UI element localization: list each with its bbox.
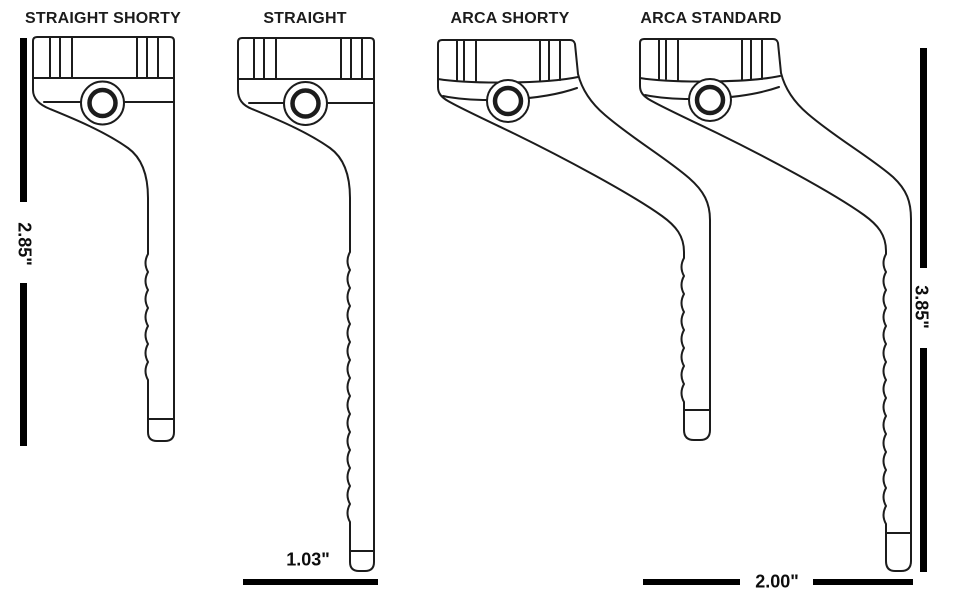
dimension-bar-left-lower (20, 283, 27, 446)
dimension-text-bottom-left: 1.03" (286, 549, 330, 570)
handle-arca-shorty-drawing (437, 39, 711, 441)
handle-straight-drawing (237, 37, 375, 572)
dimension-bar-right-lower (920, 348, 927, 572)
handle-straight-outline (237, 37, 375, 572)
handle-straight-pivot-hole (290, 88, 321, 119)
dimension-bar-left-upper (20, 38, 27, 202)
handle-title-straight: STRAIGHT (263, 10, 347, 27)
dimension-bar-right-upper (920, 48, 927, 268)
handle-arca-standard-outline (639, 38, 912, 572)
handle-title-arca-shorty: ARCA SHORTY (450, 10, 570, 27)
dimension-text-right-vertical: 3.85" (911, 285, 932, 329)
dimension-text-bottom-right: 2.00" (755, 571, 799, 592)
handle-straight-detail-lines (237, 37, 375, 552)
handle-title-straight-shorty: STRAIGHT SHORTY (25, 10, 181, 27)
dimension-text-left-vertical: 2.85" (14, 222, 35, 266)
handle-straight-shorty-drawing (32, 36, 175, 442)
dimension-bar-bottom-right-seg2 (813, 579, 913, 585)
handle-arca-standard-pivot-hole (694, 84, 726, 116)
dimension-bar-bottom-left (243, 579, 378, 585)
handle-straight-shorty-pivot-hole (87, 87, 118, 119)
handle-straight-shorty-detail-lines (32, 36, 175, 420)
handle-arca-standard-drawing (639, 38, 912, 572)
handle-arca-shorty-pivot-hole (492, 85, 524, 117)
dimension-bar-bottom-right-seg1 (643, 579, 740, 585)
handle-straight-shorty-outline (32, 36, 175, 442)
handle-arca-shorty-outline (437, 39, 711, 441)
handle-title-arca-standard: ARCA STANDARD (640, 10, 782, 27)
